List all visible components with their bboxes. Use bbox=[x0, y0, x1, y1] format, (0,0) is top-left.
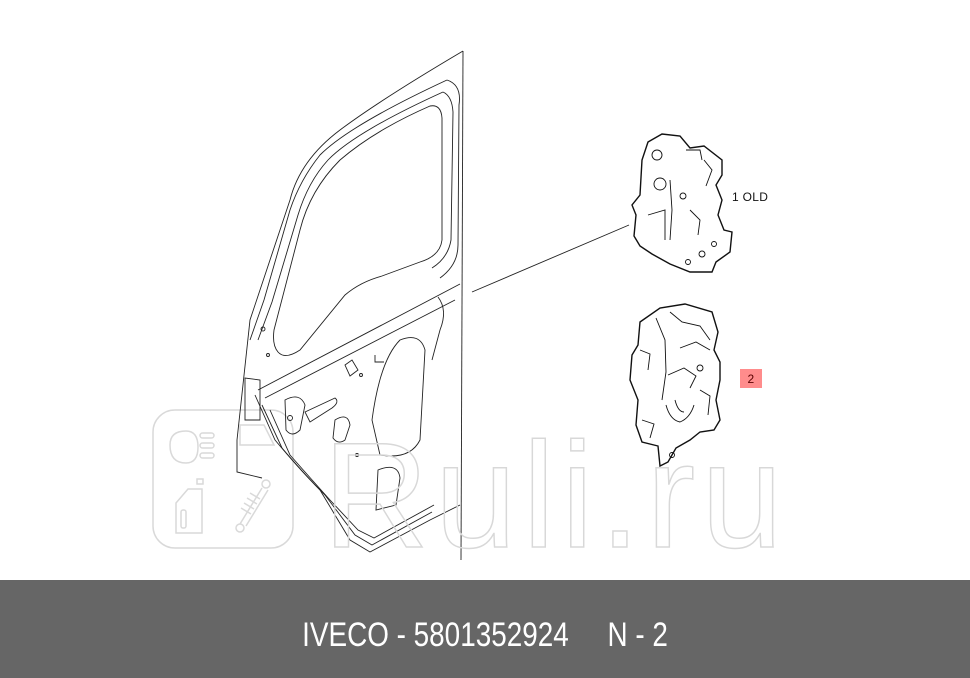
lock-part-1 bbox=[631, 133, 733, 273]
part-number-caption: IVECO - 5801352924 N - 2 bbox=[302, 615, 668, 654]
oil-bottle-icon bbox=[175, 478, 204, 534]
headlight-icon bbox=[169, 430, 215, 464]
callout-label-1: 1 OLD bbox=[732, 190, 769, 204]
footer-bar: IVECO - 5801352924 N - 2 bbox=[0, 580, 970, 678]
door-panel bbox=[236, 50, 464, 561]
watermark-logo bbox=[152, 409, 294, 549]
watermark-text: Ruli.ru bbox=[322, 411, 789, 579]
windshield-icon bbox=[239, 424, 276, 446]
door-diagram bbox=[152, 50, 733, 561]
diagram-canvas: Ruli.ru 1 OLD 2 bbox=[152, 50, 789, 579]
leader-line bbox=[471, 224, 630, 293]
lock-part-2 bbox=[629, 303, 721, 468]
callout-label-2-highlighted[interactable]: 2 bbox=[740, 369, 762, 388]
shock-absorber-icon bbox=[235, 479, 271, 533]
